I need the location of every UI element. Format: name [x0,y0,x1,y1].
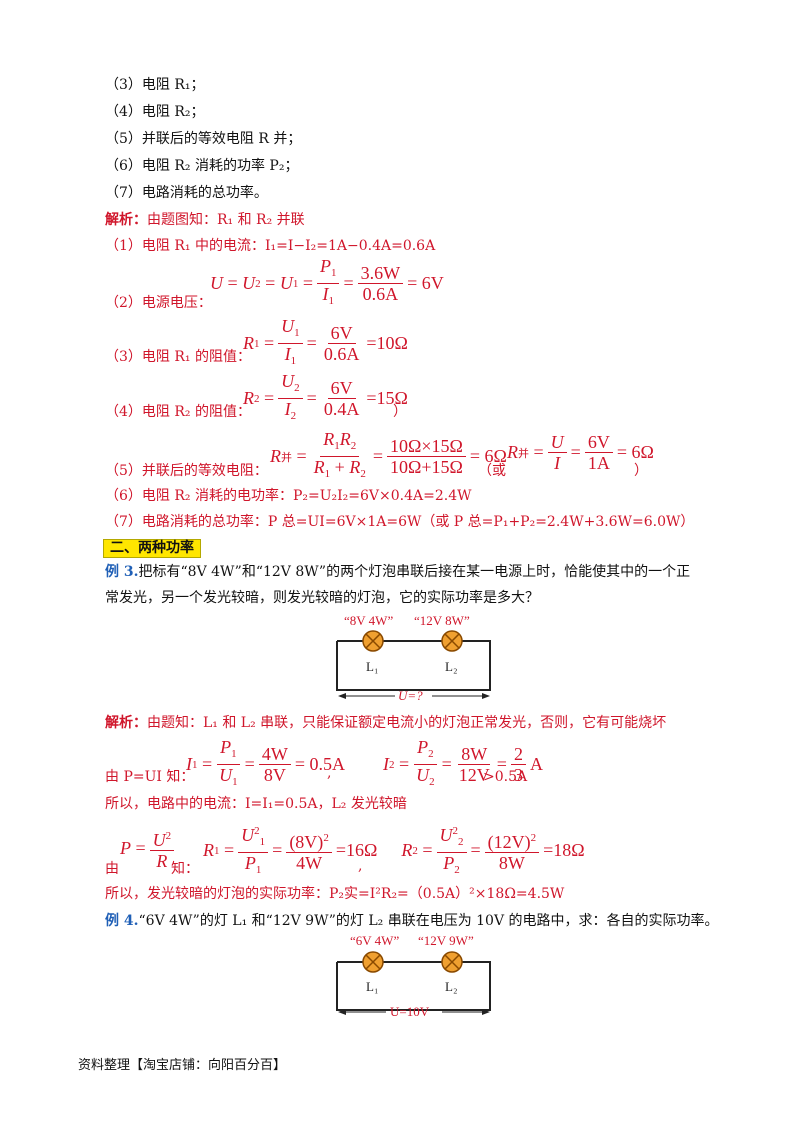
question-4: （4）电阻 R₂； [105,104,205,120]
lamp-2-icon [441,630,463,652]
example-3-line-2: 常发光，另一个发光较暗，则发光较暗的灯泡，它的实际功率是多大？ [105,590,539,606]
lamp-2-icon [441,951,463,973]
lamp-2-rating: “12V 9W” [418,933,474,948]
lamp-2-label: L₂ [445,979,457,994]
question-6: （6）电阻 R₂ 消耗的功率 P₂； [105,158,299,174]
example-4-text: “6V 4W”的灯 L₁ 和“12V 9W”的灯 L₂ 串联在电压为 10V 的… [138,913,719,929]
analysis-3-intro: 由题知：L₁ 和 L₂ 串联，只能保证额定电流小的灯泡正常发光，否则，它有可能烧… [147,715,667,731]
lamp-2-label: L₂ [445,659,457,674]
analysis-1-step-5-tail: ） [634,463,648,479]
circuit-diagram-1: “8V 4W” “12V 8W” L₁ L₂ U=? [336,613,491,703]
analysis-3-comma-1: , [327,765,332,781]
question-7: （7）电路消耗的总功率。 [105,185,268,201]
analysis-1-step-1: （1）电阻 R₁ 中的电流：I₁=I−I₂=1A−0.4A=0.6A [105,238,436,254]
analysis-3-intro-line: 解析：由题知：L₁ 和 L₂ 串联，只能保证额定电流小的灯泡正常发光，否则，它有… [105,714,666,732]
example-3-label: 例 3. [105,564,139,580]
arrowhead-right [482,1009,490,1015]
analysis-1-step-4-tail: ） [393,404,407,420]
analysis-1-step-6: （6）电阻 R₂ 消耗的电功率：P₂=U₂I₂=6V×0.4A=2.4W [105,488,472,504]
analysis-3-gt: >0.5A [483,769,528,785]
analysis-1-step-3: （3）电阻 R₁ 的阻值： [105,349,251,365]
analysis-1-step-2: （2）电源电压： [105,295,212,311]
analysis-1-step-4: （4）电阻 R₂ 的阻值： [105,404,251,420]
lamp-1-icon [362,630,384,652]
analysis-3-from-a: 由 [105,861,119,877]
analysis-3-from-pui: 由 P=UI 知： [105,769,195,785]
arrowhead-left [338,1009,346,1015]
voltage-label: U=? [398,688,423,703]
example-3-line-1: 例 3.把标有“8V 4W”和“12V 8W”的两个灯泡串联后接在某一电源上时，… [105,563,690,581]
analysis-3-from-b: 知： [171,861,199,877]
arrowhead-left [338,693,346,699]
lamp-1-rating: “8V 4W” [344,613,393,628]
lamp-1-icon [362,951,384,973]
question-5: （5）并联后的等效电阻 R 并； [105,131,302,147]
circuit-wire [336,640,491,691]
lamp-1-rating: “6V 4W” [350,933,399,948]
analysis-3-comma-2: , [358,858,363,874]
lamp-1-label: L₁ [366,979,378,994]
example-4-label: 例 4. [105,913,139,929]
analysis-1-step-5-or: （或 [478,463,506,479]
analysis-1-step-5: （5）并联后的等效电阻： [105,463,268,479]
analysis-3-result: 所以，发光较暗的灯泡的实际功率：P₂实=I²R₂=（0.5A）²×18Ω=4.5… [105,886,565,902]
lamp-1-label: L₁ [366,659,378,674]
arrowhead-right [482,693,490,699]
example-4-line: 例 4.“6V 4W”的灯 L₁ 和“12V 9W”的灯 L₂ 串联在电压为 1… [105,912,719,930]
analysis-1-intro: 由题图知：R₁ 和 R₂ 并联 [147,212,305,228]
analysis-3-current-line: 所以，电路中的电流：I=I₁=0.5A，L₂ 发光较暗 [105,796,407,812]
section-title: 二、两种功率 [103,539,201,558]
analysis-3-label: 解析： [105,715,147,731]
circuit-diagram-2: “6V 4W” “12V 9W” L₁ L₂ U=10V [336,933,491,1019]
lamp-2-rating: “12V 8W” [414,613,470,628]
question-3: （3）电阻 R₁； [105,77,205,93]
circuit-wire [336,961,491,1011]
analysis-1-step-7: （7）电路消耗的总功率：P 总=UI=6V×1A=6W（或 P 总=P₁+P₂=… [105,514,695,530]
voltage-label: U=10V [390,1004,430,1019]
analysis-1-intro-line: 解析：由题图知：R₁ 和 R₂ 并联 [105,211,305,229]
analysis-label: 解析： [105,212,147,228]
example-3-text-1: 把标有“8V 4W”和“12V 8W”的两个灯泡串联后接在某一电源上时，恰能使其… [138,564,691,580]
footer-source: 资料整理【淘宝店铺：向阳百分百】 [78,1058,287,1073]
